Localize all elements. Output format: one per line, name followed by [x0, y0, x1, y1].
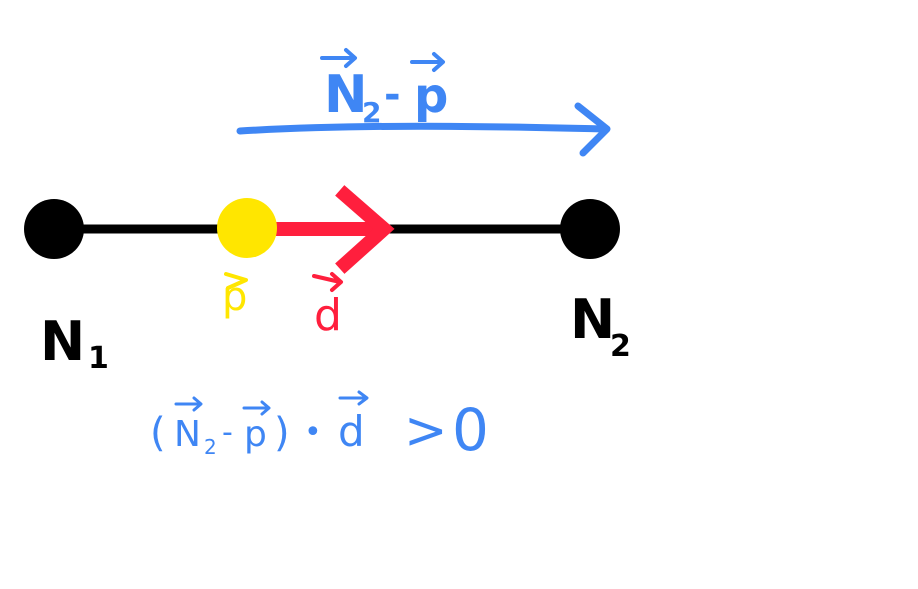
condition-expression: ( N 2 - p ) • d > 0 — [150, 390, 489, 464]
top-vector-label: N 2 - p — [320, 48, 448, 129]
n2-overarrow — [320, 48, 357, 68]
n1-subscript: 1 — [88, 341, 109, 376]
n2-letter: N — [570, 288, 615, 351]
direction-arrow — [276, 185, 395, 274]
direction-arrow-head — [335, 185, 395, 274]
node-n1-label: N 1 — [40, 310, 109, 376]
n1-letter: N — [40, 310, 85, 373]
node-n1-dot — [24, 199, 84, 259]
point-p-dot — [217, 198, 277, 258]
cond-d-letter: d — [338, 407, 365, 456]
top-n-letter: N — [324, 65, 368, 125]
direction-d-label: d — [312, 272, 343, 341]
top-minus: - — [384, 72, 401, 118]
n2-subscript: 2 — [610, 329, 631, 364]
point-p-label: p — [222, 272, 248, 320]
cond-p-letter: p — [244, 414, 267, 455]
top-p-letter: p — [414, 68, 448, 124]
cond-n-letter: N — [174, 414, 201, 455]
cond-zero: 0 — [452, 396, 489, 464]
cond-dot: • — [304, 415, 322, 450]
cond-close-paren: ) — [274, 410, 290, 456]
direction-d-overarrow — [312, 272, 343, 292]
cond-n-subscript: 2 — [204, 435, 217, 459]
node-n2-dot — [560, 199, 620, 259]
direction-d-text: d — [314, 290, 342, 341]
vector-n2-minus-p-arrow — [236, 102, 611, 157]
point-p-overarrow — [224, 272, 248, 290]
point-p-text: p — [222, 274, 247, 320]
cond-d-overarrow — [338, 390, 369, 406]
cond-minus: - — [222, 415, 233, 450]
vector-arrow-shaft — [236, 122, 608, 135]
cond-open-paren: ( — [150, 410, 166, 456]
top-n-subscript: 2 — [362, 96, 381, 129]
cond-gt: > — [404, 401, 448, 461]
p-overarrow — [410, 52, 445, 72]
vector-arrow-head — [574, 102, 611, 157]
node-n2-label: N 2 — [570, 288, 631, 364]
cond-p-overarrow — [242, 400, 271, 416]
cond-n-overarrow — [174, 396, 203, 412]
